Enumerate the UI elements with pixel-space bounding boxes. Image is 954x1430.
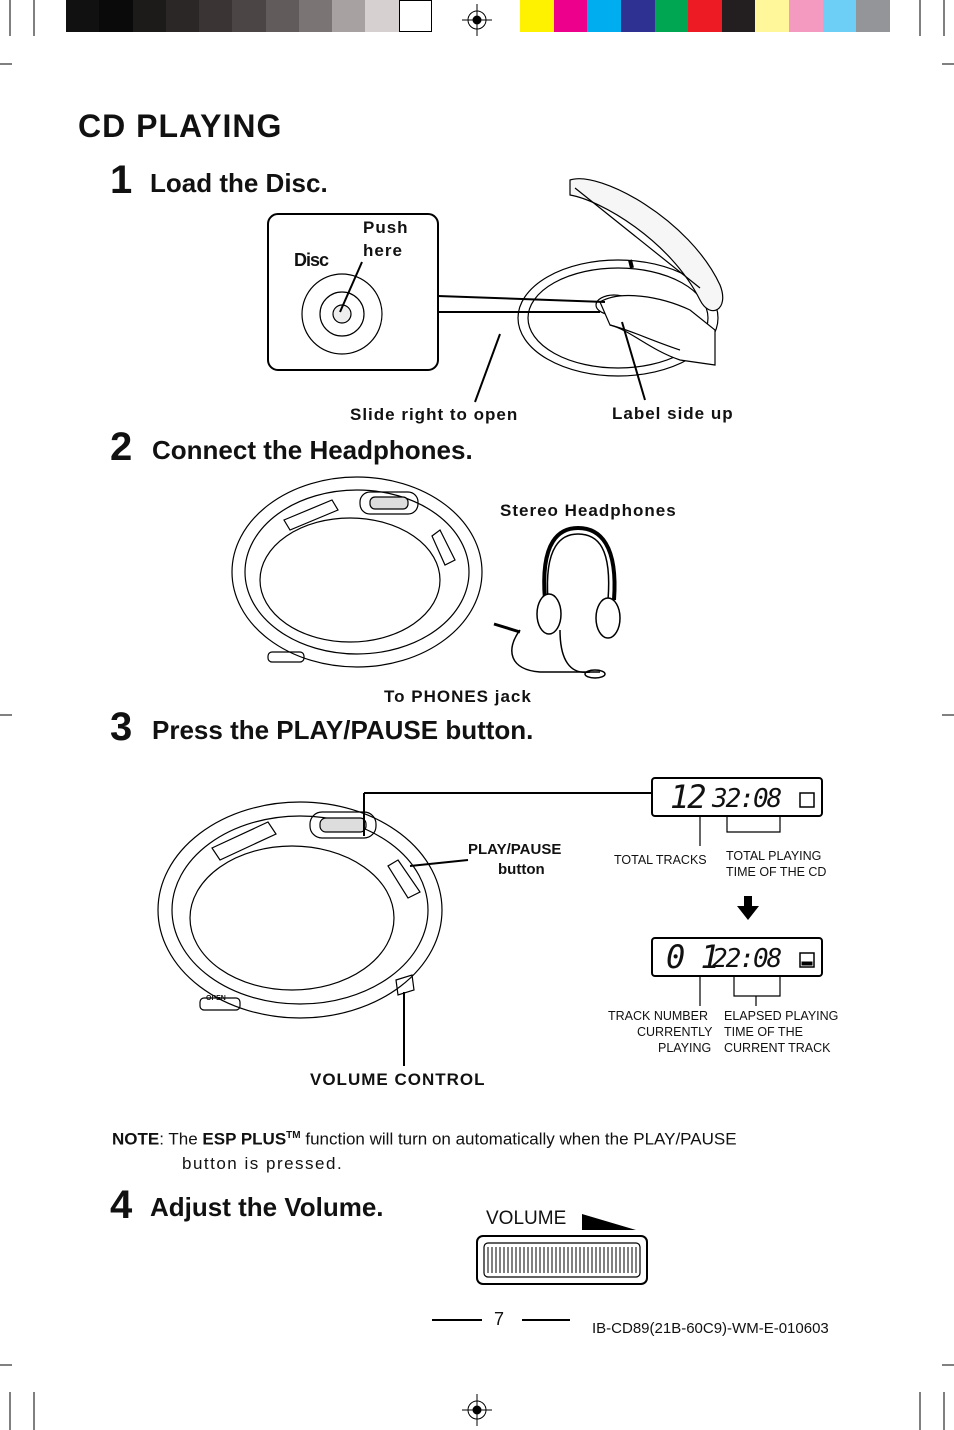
registration-gray-bar [66,0,433,32]
phones-jack-label: To PHONES jack [384,687,532,706]
registration-swatch [398,0,433,32]
registration-swatch [822,0,857,32]
callout-push-label: Push [363,218,409,237]
lcd-display-total [651,777,823,817]
track-number-caption-3: PLAYING [658,1041,712,1055]
note-prefix: NOTE [112,1129,160,1149]
registration-swatch [298,0,333,32]
lcd1-tracks: 12 [670,778,707,816]
note-tm: TM [286,1130,301,1141]
track-number-caption-1: TRACK NUMBER [608,1009,709,1023]
registration-color-bar [520,0,891,32]
lcd-display-current [651,937,823,977]
registration-swatch [165,0,200,32]
registration-swatch [620,0,656,32]
registration-swatch [232,0,267,32]
stereo-headphones-label: Stereo Headphones [500,501,677,520]
total-tracks-caption: TOTAL TRACKS [614,853,707,867]
doc-code: IB-CD89(21B-60C9)-WM-E-010603 [592,1320,829,1337]
registration-swatch [856,0,891,32]
registration-swatch [332,0,366,32]
esp-plus-note: NOTE: The ESP PLUSTM function will turn … [112,1124,872,1176]
registration-swatch [721,0,756,32]
lcd2-tracks: 0 1 [666,938,720,976]
step-3-number: 3 [110,705,133,749]
volume-wheel [476,1235,648,1285]
registration-swatch [755,0,790,32]
play-pause-button-label: button [498,861,545,878]
volume-printed-label: VOLUME [486,1208,567,1229]
lcd-leader-lines [699,816,781,1006]
total-playing-caption-1: TOTAL PLAYING [726,849,822,863]
callout-disc-label: Disc [294,250,329,270]
lcd2-time: 22:08 [712,944,782,974]
callout-here-label: here [363,241,403,260]
slide-to-open-label: Slide right to open [350,405,519,424]
registration-swatch [789,0,824,32]
page-number: 7 [494,1309,505,1329]
registration-swatch [587,0,622,32]
disc-callout-box [267,213,439,371]
step-1-leader-lines [437,295,646,403]
registration-swatch [688,0,723,32]
registration-target-bottom [462,1394,492,1426]
registration-swatch [199,0,233,32]
registration-swatch [99,0,134,32]
registration-swatch [365,0,400,32]
headphones-drawing [493,525,621,679]
step-1-text: Load the Disc. [150,168,328,198]
registration-swatch [66,0,100,32]
note-brand: ESP PLUS [202,1129,287,1149]
device-open-label: OPEN [206,995,226,1002]
step-2-text: Connect the Headphones. [152,435,473,465]
registration-swatch [654,0,689,32]
step-3-text: Press the PLAY/PAUSE button. [152,715,534,745]
volume-control-label: VOLUME CONTROL [310,1070,486,1089]
total-playing-caption-2: TIME OF THE CD [726,865,827,879]
registration-swatch [520,0,555,32]
note-colon: : The [159,1129,203,1149]
registration-target-top [462,4,492,36]
play-pause-label: PLAY/PAUSE [468,841,562,858]
down-arrow-icon [737,896,759,920]
cd-player-open-drawing [517,178,724,377]
registration-swatch [265,0,300,32]
step-1-number: 1 [110,158,133,202]
step-4-number: 4 [110,1183,133,1227]
label-side-up-label: Label side up [612,404,734,423]
step-4-text: Adjust the Volume. [150,1192,384,1222]
track-number-caption-2: CURRENTLY [637,1025,713,1039]
note-rest: function will turn on automatically when… [300,1129,737,1149]
elapsed-caption-3: CURRENT TRACK [724,1041,831,1055]
elapsed-caption-2: TIME OF THE [724,1025,803,1039]
page-title: CD PLAYING [78,108,283,144]
lcd1-time: 32:08 [712,784,782,814]
registration-swatch [553,0,588,32]
cd-player-closed-drawing-3 [157,801,443,1019]
note-line-2: button is pressed. [182,1153,344,1173]
step-3-leader-lines [363,792,652,1066]
registration-swatch [132,0,167,32]
elapsed-caption-1: ELAPSED PLAYING [724,1009,839,1023]
step-2-number: 2 [110,425,133,469]
cd-player-closed-drawing-2 [231,476,483,668]
volume-ramp-icon [582,1214,636,1230]
